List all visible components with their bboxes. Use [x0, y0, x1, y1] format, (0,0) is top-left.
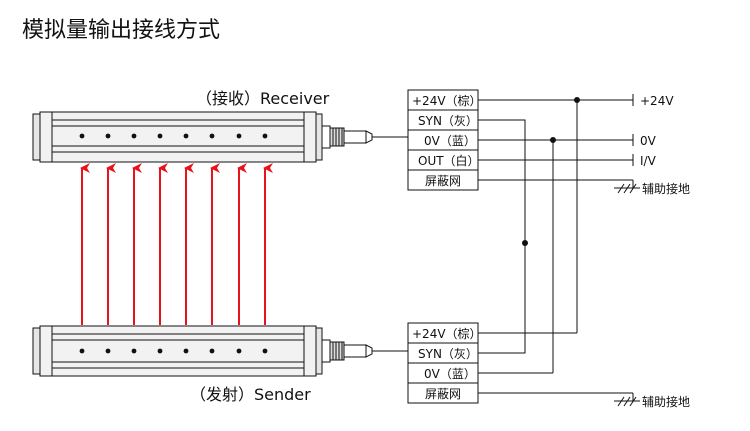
sender-cell-syn: SYN（灰） — [418, 347, 478, 361]
sender-cell-shield: 屏蔽网 — [425, 387, 461, 401]
ground-label-sender: 辅助接地 — [642, 394, 690, 409]
sender-dot-2 — [105, 348, 111, 354]
ground-hatch — [617, 183, 625, 194]
receiver-wire-table — [407, 89, 479, 191]
sender-bar — [32, 325, 323, 377]
sender-dot-8 — [262, 348, 268, 354]
junction-dots — [522, 97, 580, 246]
receiver-dot-3 — [131, 133, 137, 139]
receiver-cell-0v: 0V（蓝） — [424, 134, 476, 148]
receiver-dot-2 — [105, 133, 111, 139]
receiver-dot-6 — [209, 133, 215, 139]
sender-dot-3 — [131, 348, 137, 354]
receiver-cell-syn: SYN（灰） — [418, 114, 478, 128]
receiver-dot-1 — [79, 133, 85, 139]
receiver-sensor-dots — [79, 133, 268, 139]
sender-label: （发射）Sender — [190, 385, 311, 404]
light-beams — [80, 163, 273, 325]
terminal-0v-label: 0V — [640, 134, 657, 148]
sender-sensor-dots — [79, 348, 268, 354]
receiver-dot-5 — [183, 133, 189, 139]
receiver-connector — [321, 125, 408, 149]
receiver-cell-out: OUT（白） — [418, 153, 480, 168]
sender-wire-table — [407, 322, 479, 404]
receiver-dot-8 — [262, 133, 268, 139]
receiver-dot-7 — [236, 133, 242, 139]
receiver-cell-24v: +24V（棕） — [412, 93, 482, 108]
sender-dot-6 — [209, 348, 215, 354]
terminal-iv-label: I/V — [640, 154, 657, 168]
receiver-cell-shield: 屏蔽网 — [425, 174, 461, 188]
sender-dot-1 — [79, 348, 85, 354]
sender-cell-0v: 0V（蓝） — [424, 367, 476, 381]
wiring-lines — [478, 94, 640, 407]
sender-cell-24v: +24V（棕） — [412, 326, 482, 341]
sender-dot-7 — [236, 348, 242, 354]
sender-dot-4 — [157, 348, 163, 354]
ground-label-receiver: 辅助接地 — [642, 181, 690, 196]
terminal-24v-label: +24V — [640, 94, 674, 108]
receiver-label: （接收）Receiver — [196, 89, 330, 108]
receiver-bar — [32, 111, 323, 163]
wire-syn — [478, 119, 526, 354]
sender-connector — [321, 339, 408, 363]
page-title: 模拟量输出接线方式 — [22, 18, 220, 43]
sender-dot-5 — [183, 348, 189, 354]
receiver-dot-4 — [157, 133, 163, 139]
